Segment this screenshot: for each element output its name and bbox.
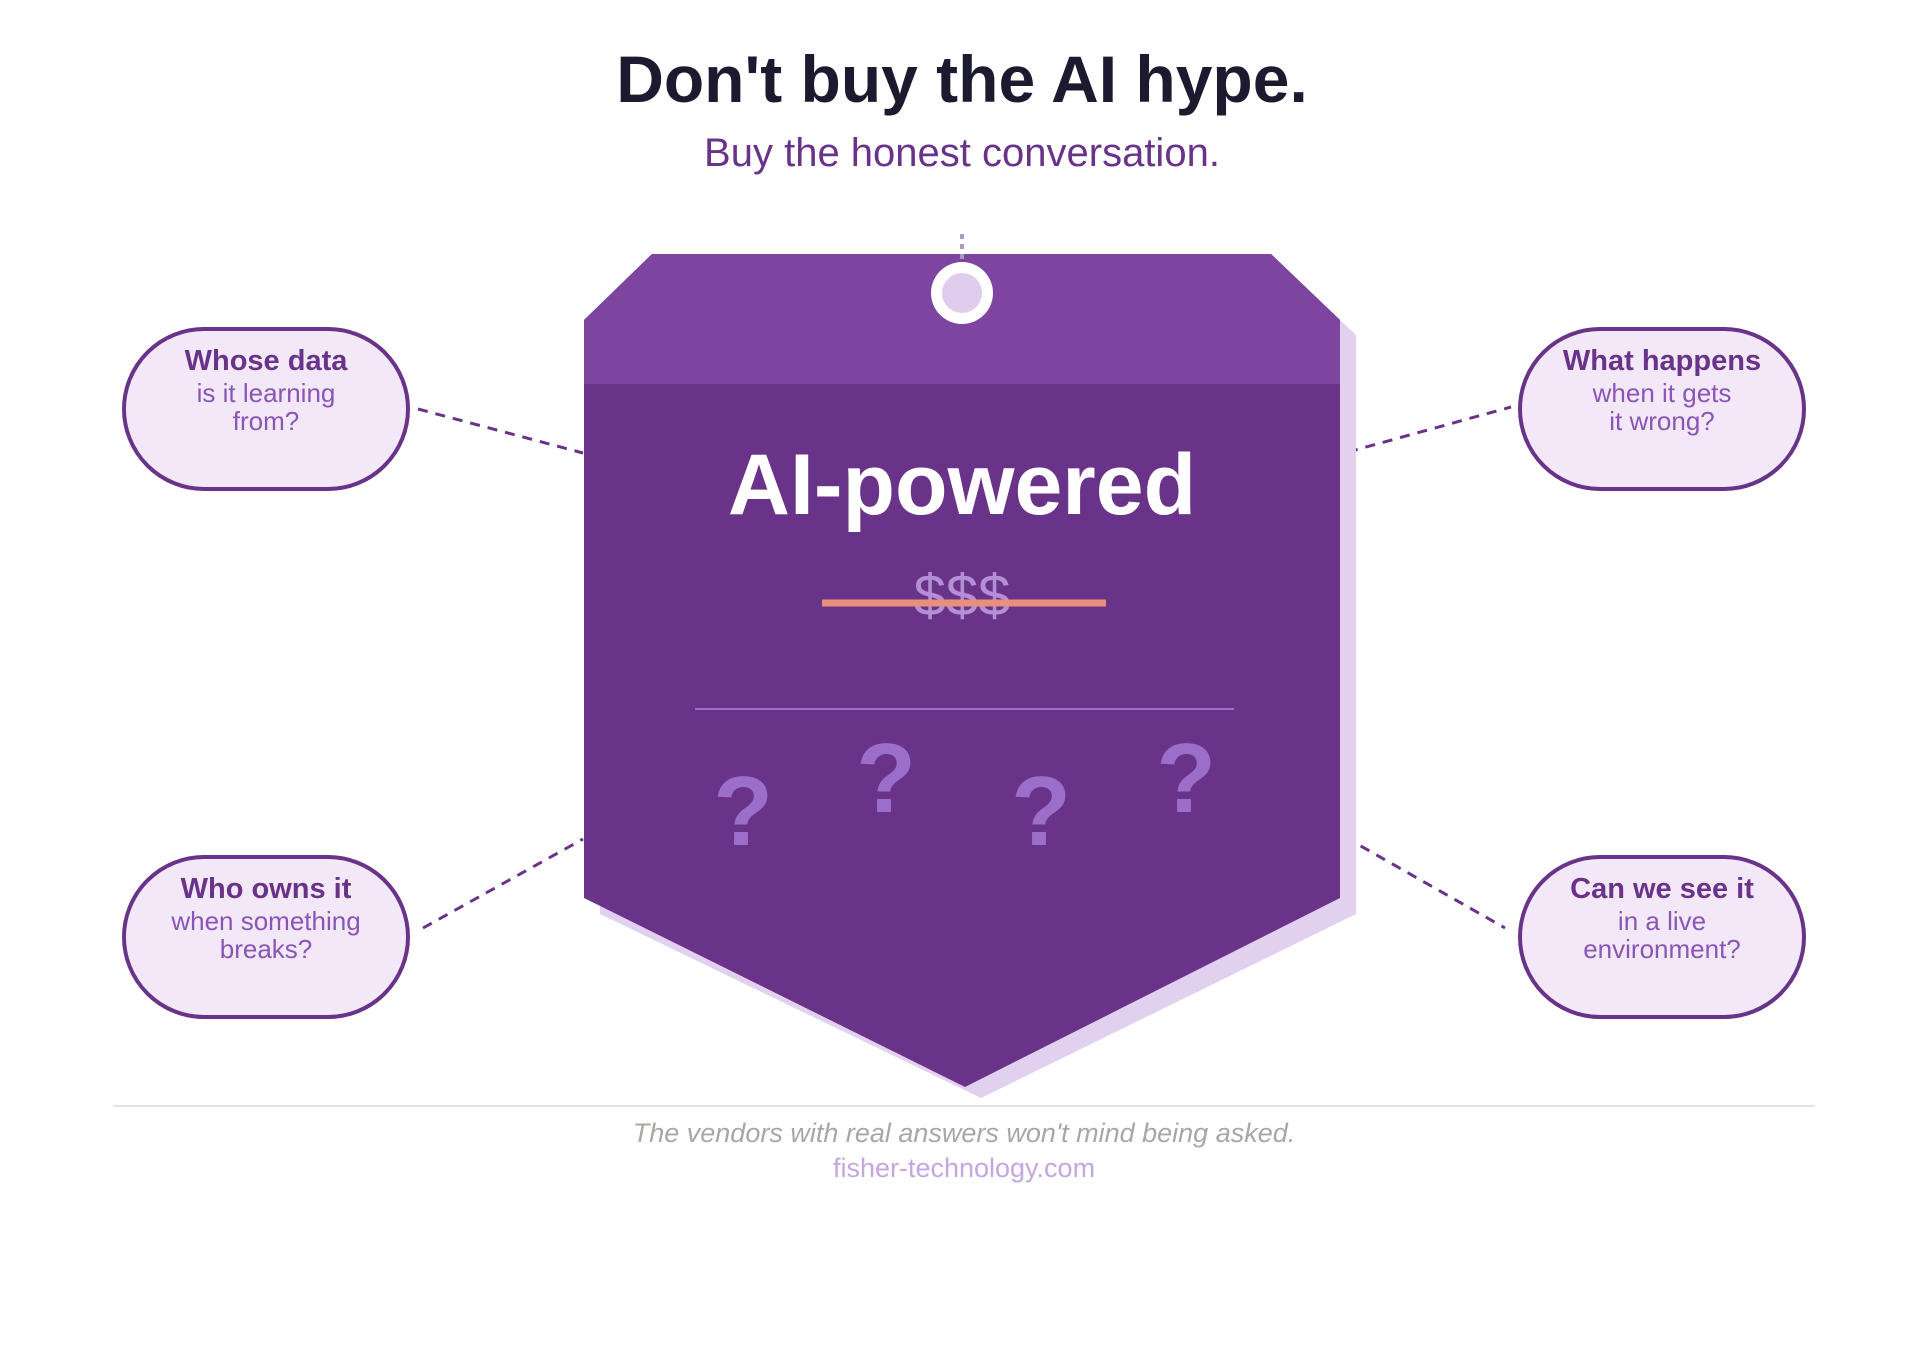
bubble-title: What happens: [1563, 345, 1761, 377]
tag-price: $$$: [914, 563, 1011, 628]
question-mark: ?: [856, 723, 916, 833]
bubble-text: when something: [170, 906, 360, 936]
bubble-title: Whose data: [185, 345, 349, 377]
bubble-text: breaks?: [220, 934, 313, 964]
tag-label: AI-powered: [728, 437, 1196, 533]
page-subtitle: Buy the honest conversation.: [704, 131, 1220, 175]
tag-hole-inner: [942, 273, 982, 313]
footer-website-link[interactable]: fisher-technology.com: [833, 1153, 1095, 1183]
bubble-text: is it learning: [197, 378, 336, 408]
question-mark: ?: [1011, 756, 1071, 866]
bubble-title: Can we see it: [1570, 873, 1754, 905]
connector-top-right: [1347, 405, 1512, 454]
connector-bottom-left: [422, 837, 584, 930]
bubble-can-we-see: Can we see it in a live environment?: [1518, 855, 1806, 1019]
bubble-whose-data: Whose data is it learning from?: [122, 327, 410, 491]
bubble-who-owns: Who owns it when something breaks?: [122, 855, 410, 1019]
question-mark: ?: [1156, 723, 1216, 833]
tag-body: [584, 254, 1340, 1087]
page-title: Don't buy the AI hype.: [616, 42, 1308, 116]
footer-tagline: The vendors with real answers won't mind…: [633, 1118, 1296, 1148]
bubble-text: in a live: [1618, 906, 1706, 936]
connector-top-left: [417, 407, 584, 455]
price-tag: AI-powered $$$ ? ? ? ?: [584, 234, 1356, 1098]
bubble-text: when it gets: [1592, 378, 1732, 408]
bubble-what-happens: What happens when it gets it wrong?: [1518, 327, 1806, 491]
bubble-text: environment?: [1583, 934, 1741, 964]
connector-bottom-right: [1344, 835, 1506, 930]
connector-lines: [417, 405, 1512, 930]
bubble-title: Who owns it: [181, 873, 352, 905]
bubble-text: from?: [233, 406, 299, 436]
question-mark: ?: [713, 756, 773, 866]
bubble-text: it wrong?: [1609, 406, 1715, 436]
